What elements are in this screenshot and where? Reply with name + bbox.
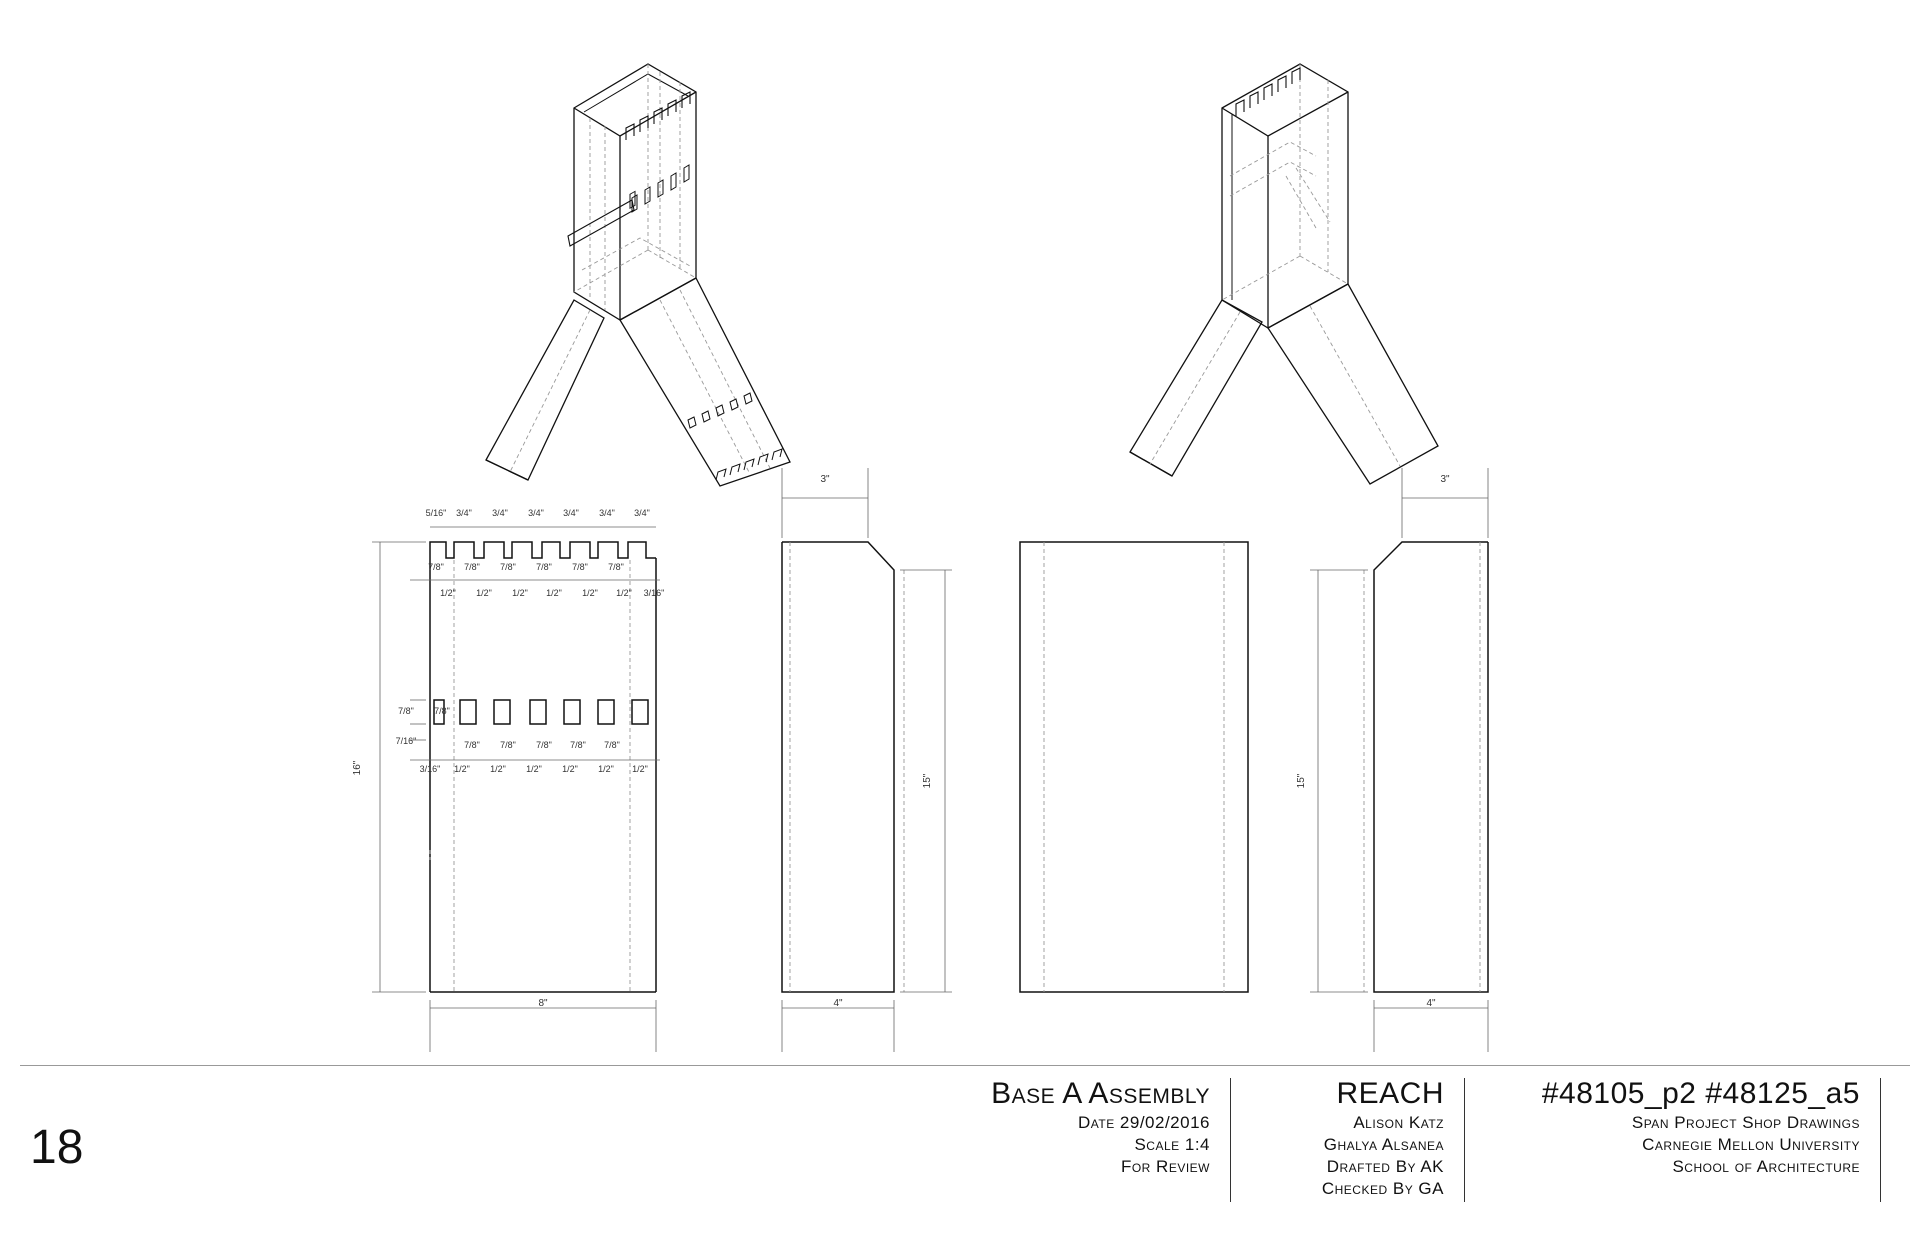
dim-mortise-gap: 1/2" xyxy=(632,764,648,774)
dim-side-height: 15" xyxy=(1296,773,1307,788)
title-block-divider xyxy=(20,1065,1910,1066)
title-block-drawing: Base A Assembly Date 29/02/2016 Scale 1:… xyxy=(900,1076,1210,1178)
panel-elevation: 5/16" 3/4" 3/4" 3/4" 3/4" 3/4" 3/4" 7/8"… xyxy=(352,508,664,1052)
dim-side-top: 3" xyxy=(820,474,830,485)
dim-gap: 1/2" xyxy=(440,588,456,598)
isometric-view-right xyxy=(1129,63,1439,485)
dim-top-first: 5/16" xyxy=(426,508,447,518)
dim-finger-depth: 7/8" xyxy=(500,562,516,572)
set-name: Span Project Shop Drawings xyxy=(1631,1113,1860,1132)
dim-mortise-gap: 1/2" xyxy=(562,764,578,774)
title-block-project: REACH Alison Katz Ghalya Alsanea Drafted… xyxy=(1240,1076,1444,1200)
dim-gap: 1/2" xyxy=(512,588,528,598)
dim-edge-right: 3/16" xyxy=(644,588,665,598)
dim-mortise-gap: 1/2" xyxy=(490,764,506,774)
dim-mortise-width: 7/8" xyxy=(604,740,620,750)
dim-finger-width: 3/4" xyxy=(634,508,650,518)
dim-finger-width: 3/4" xyxy=(599,508,615,518)
dim-side-width: 4" xyxy=(833,998,843,1009)
dim-finger-width: 3/4" xyxy=(528,508,544,518)
dim-finger-depth: 7/8" xyxy=(608,562,624,572)
dim-finger-depth: 7/8" xyxy=(428,562,444,572)
sheet-number: 18 xyxy=(30,1121,84,1174)
dim-finger-depth: 7/8" xyxy=(536,562,552,572)
dim-finger-depth: 7/8" xyxy=(464,562,480,572)
dim-side-height: 15" xyxy=(922,773,933,788)
project-name: REACH xyxy=(1336,1077,1444,1110)
dim-mortise-edge-left: 3/16" xyxy=(420,764,441,774)
author-2: Ghalya Alsanea xyxy=(1323,1135,1444,1154)
title-block-separator xyxy=(1880,1078,1881,1202)
drawing-scale: Scale 1:4 xyxy=(1134,1135,1210,1154)
dim-mortise-gap: 1/2" xyxy=(598,764,614,774)
side-elevation-left: 3" 15" 4" xyxy=(781,468,952,1052)
dim-side-top: 3" xyxy=(1440,474,1450,485)
title-block-separator xyxy=(1464,1078,1465,1202)
dim-panel-width: 8" xyxy=(538,998,548,1009)
dim-side-width: 4" xyxy=(1426,998,1436,1009)
dim-gap: 1/2" xyxy=(546,588,562,598)
dim-gap: 1/2" xyxy=(476,588,492,598)
title-block-separator xyxy=(1230,1078,1231,1202)
dim-mortise-width: 7/8" xyxy=(464,740,480,750)
school: School of Architecture xyxy=(1672,1157,1860,1176)
checked-by: Checked By GA xyxy=(1321,1179,1444,1198)
dim-mortise-height: 7/8" xyxy=(398,706,414,716)
dim-mortise-width: 7/8" xyxy=(434,706,450,716)
side-elevation-right: 3" 15" 4" xyxy=(1296,468,1489,1052)
dim-mortise-width: 7/8" xyxy=(500,740,516,750)
dim-gap: 1/2" xyxy=(616,588,632,598)
drafted-by: Drafted By AK xyxy=(1326,1157,1444,1176)
author-1: Alison Katz xyxy=(1353,1113,1444,1132)
dim-finger-width: 3/4" xyxy=(492,508,508,518)
back-panel-elevation xyxy=(1019,541,1249,993)
dim-finger-width: 3/4" xyxy=(563,508,579,518)
dim-mortise-width: 7/8" xyxy=(570,740,586,750)
dim-finger-width: 3/4" xyxy=(456,508,472,518)
title-block-institution: #48105_p2 #48125_a5 Span Project Shop Dr… xyxy=(1480,1076,1860,1178)
drawing-title: Base A Assembly xyxy=(991,1077,1210,1110)
dim-mortise-offset: 7/16" xyxy=(396,736,417,746)
dim-mortise-width: 7/8" xyxy=(536,740,552,750)
drawing-date: Date 29/02/2016 xyxy=(1077,1113,1210,1132)
dim-panel-height: 16" xyxy=(352,760,363,775)
dim-mortise-gap: 1/2" xyxy=(526,764,542,774)
university: Carnegie Mellon University xyxy=(1642,1135,1860,1154)
dim-gap: 1/2" xyxy=(582,588,598,598)
drawing-status: For Review xyxy=(1120,1157,1210,1176)
isometric-view-left xyxy=(485,63,791,487)
dim-mortise-gap: 1/2" xyxy=(454,764,470,774)
dim-finger-depth: 7/8" xyxy=(572,562,588,572)
drawing-numbers: #48105_p2 #48125_a5 xyxy=(1541,1077,1860,1110)
